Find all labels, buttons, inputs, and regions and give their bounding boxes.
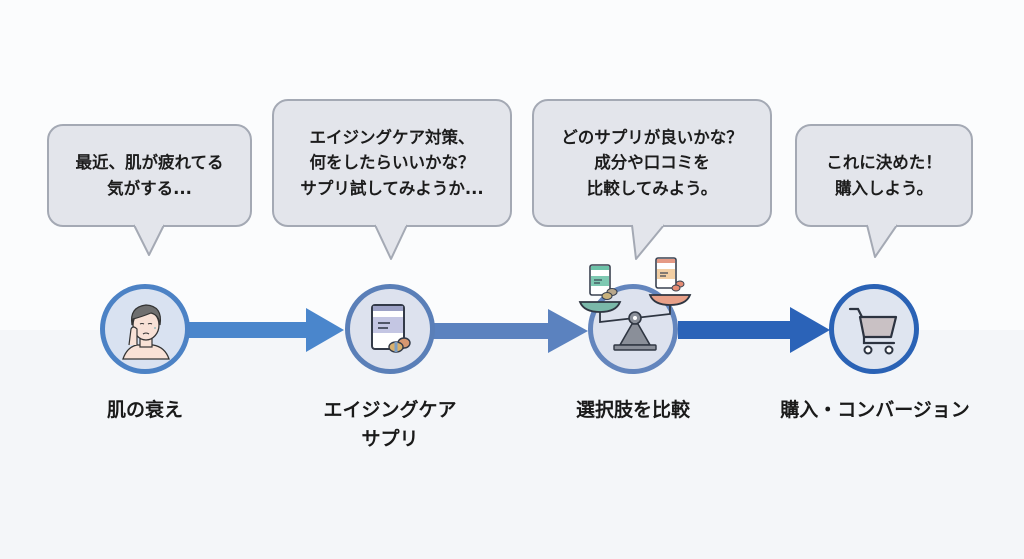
step-circle-decline xyxy=(100,284,190,374)
bubble-text-line: エイジングケア対策、 xyxy=(309,127,475,147)
balance-scale-icon xyxy=(578,257,692,351)
bubble-text-line: これに決めた！ xyxy=(826,152,942,172)
step-label-text: 選択肢を比較 xyxy=(575,399,690,421)
bubble-text-line: 比較してみよう。 xyxy=(586,178,718,198)
step-label-purchase: 購入・コンバージョン xyxy=(755,396,995,425)
bubble-text-line: どのサプリが良いかな？ xyxy=(561,127,743,147)
step-circle-supplement xyxy=(345,284,435,374)
bubble-text-line: 購入しよう。 xyxy=(834,178,933,198)
step-label-text: サプリ xyxy=(361,428,419,451)
bubble-text-line: 成分や口コミを xyxy=(594,153,710,173)
step-label-text: 肌の衰え xyxy=(106,399,183,421)
step-label-decline: 肌の衰え xyxy=(95,396,195,425)
supplement-bottle-icon xyxy=(371,304,411,353)
bubble-text-line: 何をしたらいいかな？ xyxy=(309,153,475,173)
flow-arrow-3 xyxy=(678,306,836,354)
step-label-compare: 選択肢を比較 xyxy=(558,396,708,425)
tired-face-icon xyxy=(122,304,170,360)
flow-arrow-2 xyxy=(430,307,590,355)
step-label-text: 購入・コンバージョン xyxy=(780,399,970,421)
speech-bubble-purchase: これに決めた！ 購入しよう。 xyxy=(795,124,973,227)
flow-arrow-1 xyxy=(188,306,348,354)
speech-bubble-compare: どのサプリが良いかな？ 成分や口コミを 比較してみよう。 xyxy=(532,99,772,227)
bubble-text-line: 最近、肌が疲れてる xyxy=(75,152,224,172)
step-label-supplement: エイジングケア サプリ xyxy=(305,396,475,455)
bubble-text-line: 気がする... xyxy=(107,178,192,198)
speech-bubble-supplement: エイジングケア対策、 何をしたらいいかな？ サプリ試してみようか... xyxy=(272,99,512,227)
bubble-text-line: サプリ試してみようか... xyxy=(300,178,484,198)
step-circle-purchase xyxy=(829,284,919,374)
speech-bubble-decline: 最近、肌が疲れてる 気がする... xyxy=(47,124,252,227)
step-label-text: エイジングケア xyxy=(323,399,457,421)
shopping-cart-icon xyxy=(848,307,898,355)
